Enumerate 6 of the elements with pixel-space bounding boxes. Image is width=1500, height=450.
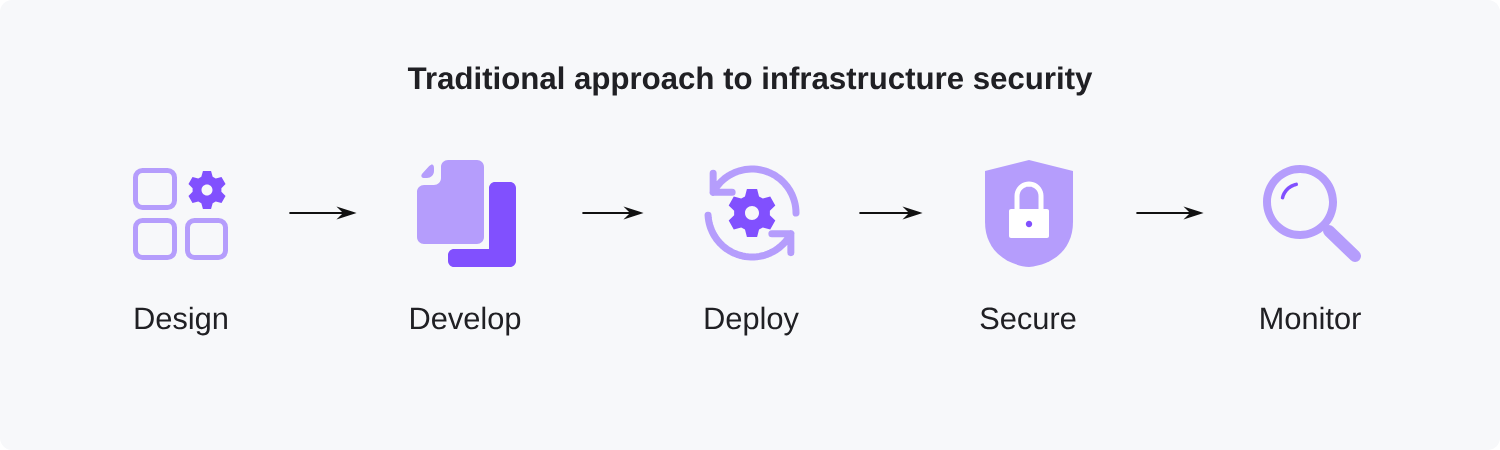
step-label: Develop bbox=[411, 306, 521, 336]
step-label: Design bbox=[135, 306, 227, 336]
step-label: Deploy bbox=[705, 306, 799, 336]
step-label: Monitor bbox=[1261, 306, 1361, 330]
title: Traditional approach to infrastructure security bbox=[407, 66, 1093, 96]
step-label: Secure bbox=[980, 307, 1076, 330]
